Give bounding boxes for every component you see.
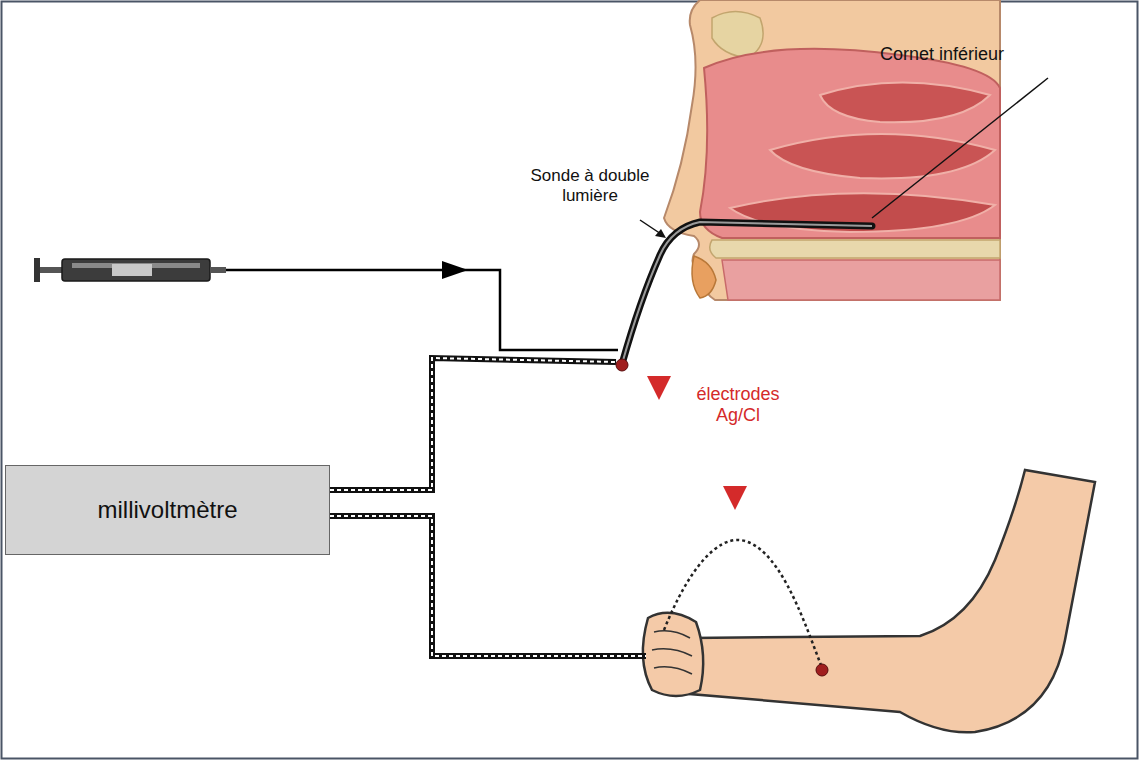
probe-highlight [622, 222, 872, 364]
electrode-marker [723, 486, 747, 510]
part-label: Sonde à double lumière [522, 166, 658, 205]
leader-arrow [655, 229, 666, 238]
box-label: millivoltmètre [97, 496, 237, 524]
display-box: millivoltmètre [5, 465, 330, 555]
syringe [34, 258, 226, 282]
arm [643, 470, 1095, 732]
perfusion-tube [226, 270, 618, 350]
electrode-marker [647, 376, 671, 400]
double-lumen-probe [622, 222, 872, 364]
nasal-electrode [616, 359, 628, 371]
leader-line [872, 78, 1048, 218]
part-label: Cornet inférieur [880, 44, 1095, 65]
skin-electrode [816, 664, 828, 676]
electrode-label: électrodes Ag/Cl [680, 384, 796, 425]
electrode-cable [330, 358, 822, 668]
flow-arrow [442, 261, 468, 279]
